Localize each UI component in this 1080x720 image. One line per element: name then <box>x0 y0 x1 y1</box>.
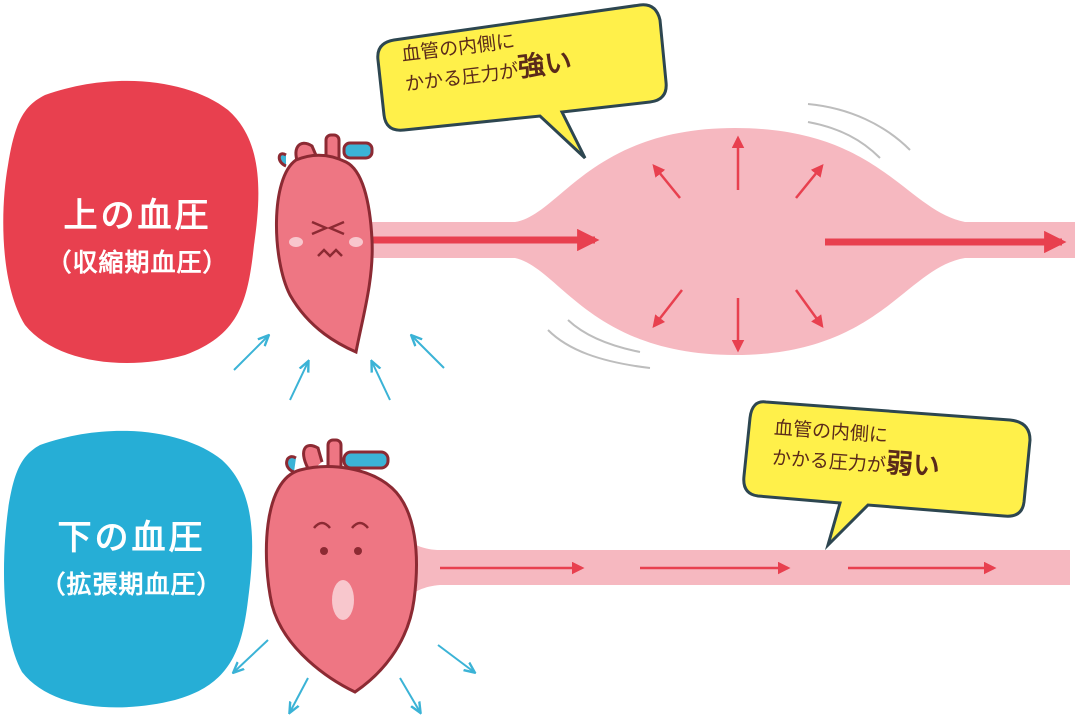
pressure-arrow-icon <box>795 164 824 199</box>
heart-icon <box>264 438 418 694</box>
movement-arrow-icon <box>289 362 308 401</box>
movement-arrow-icon <box>437 644 474 672</box>
movement-arrow-icon <box>290 677 309 712</box>
diastolic-bubble-line2: かかる圧力が <box>771 446 887 477</box>
systolic-blob <box>3 80 259 364</box>
diastolic-bubble-text: 血管の内側に かかる圧力が弱い <box>771 415 943 484</box>
pressure-arrow-icon <box>794 289 824 329</box>
diastolic-label: 下の血圧 （拡張期血圧） <box>14 510 249 601</box>
speech-bubble-icon <box>376 3 668 160</box>
systolic-vessel <box>365 128 1075 355</box>
heart-icon <box>274 133 374 355</box>
squeeze-arrows <box>233 336 445 401</box>
movement-arrow-icon <box>234 639 269 672</box>
movement-arrow-icon <box>233 336 268 371</box>
systolic-bubble-emphasis: 強い <box>516 46 574 84</box>
diastolic-bubble-emphasis: 弱い <box>884 447 941 483</box>
vessel-motion-lines <box>547 103 911 369</box>
pressure-arrows <box>652 135 824 353</box>
speech-bubble-icon <box>742 400 1032 551</box>
systolic-subtitle: （収縮期血圧） <box>46 248 229 277</box>
diastolic-vessel <box>395 530 1070 600</box>
diastolic-subtitle: （拡張期血圧） <box>40 570 223 599</box>
movement-arrow-icon <box>399 677 420 712</box>
movement-arrow-icon <box>412 336 445 369</box>
diastolic-title: 下の血圧 <box>57 518 206 558</box>
systolic-label: 上の血圧 （収縮期血圧） <box>20 188 255 279</box>
systolic-title: 上の血圧 <box>63 196 212 236</box>
movement-arrow-icon <box>372 362 391 401</box>
pressure-arrow-icon <box>652 164 681 199</box>
pressure-arrow-icon <box>652 289 683 328</box>
expand-arrows <box>234 639 474 712</box>
diastolic-blob <box>3 430 253 708</box>
